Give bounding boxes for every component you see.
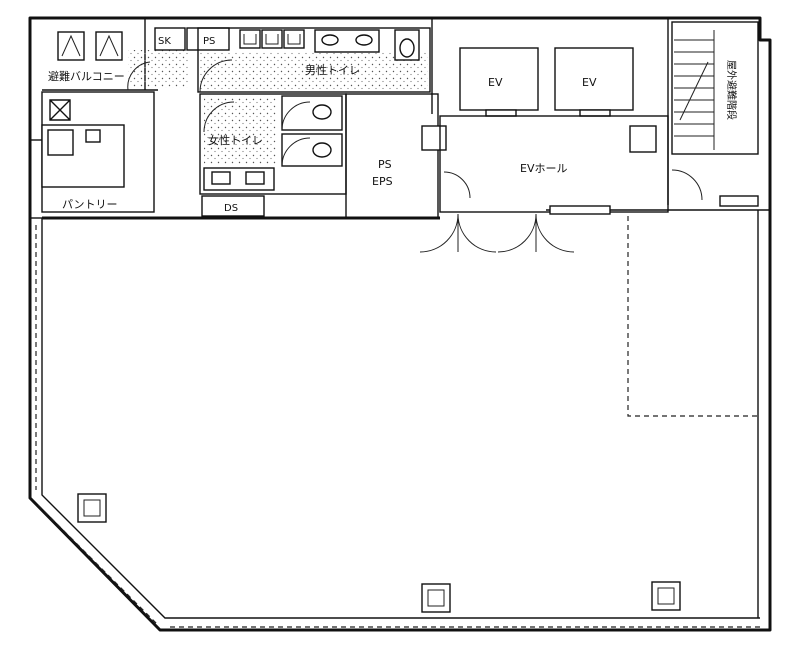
- column-inner-5: [657, 587, 675, 605]
- mens-toilet-door[interactable]: [199, 59, 233, 93]
- inner-facade-line: [41, 218, 760, 619]
- entrance-doors[interactable]: [419, 213, 575, 253]
- ev2-label: EV: [582, 76, 597, 89]
- column-inner-3: [83, 499, 101, 517]
- ds-label: DS: [224, 203, 238, 214]
- pantry-x-box: [49, 99, 71, 121]
- stair-treads: [674, 30, 715, 150]
- balcony-fixtures: [57, 31, 123, 61]
- pantry-label: パントリー: [62, 198, 118, 211]
- womens-toilet-label: 女性トイレ: [208, 133, 263, 147]
- ps-eps-label-2: EPS: [372, 175, 393, 188]
- stair-wall: [671, 21, 759, 155]
- ev-hall-label: EVホール: [520, 162, 567, 175]
- sk-cell: [154, 27, 186, 51]
- stair-label: 屋外避難階段: [725, 60, 738, 120]
- column-3: [77, 493, 107, 523]
- column-inner-4: [427, 589, 445, 607]
- column-5: [651, 581, 681, 611]
- dashed-partition: [627, 216, 758, 417]
- ps-eps-label-1: PS: [378, 158, 392, 171]
- column-1: [421, 125, 447, 151]
- womens-sinks: [203, 167, 275, 191]
- womens-toilet-hatch: [204, 96, 276, 164]
- ps-eps-wall: [345, 93, 439, 219]
- womens-toilet-door[interactable]: [203, 101, 235, 133]
- stair-landing: [719, 195, 759, 207]
- ds-cell: [201, 195, 265, 217]
- balcony-hatch: [128, 50, 188, 88]
- womens-stalls: [281, 95, 343, 167]
- column-4: [421, 583, 451, 613]
- outer-wall: [28, 16, 772, 632]
- sk-label: SK: [158, 36, 171, 47]
- mens-toilet-label: 男性トイレ: [305, 63, 360, 77]
- stair-door[interactable]: [671, 169, 703, 201]
- pantry-stove: [85, 129, 101, 143]
- ev2-door[interactable]: [579, 109, 611, 117]
- mens-wc-bowl: [399, 38, 415, 58]
- ps-top-label: PS: [203, 36, 215, 47]
- mens-toilet-hatch: [200, 52, 428, 92]
- office-top-door[interactable]: [549, 205, 611, 215]
- ev1-door[interactable]: [485, 109, 517, 117]
- mens-toilet-wall: [197, 27, 431, 93]
- ev1-label: EV: [488, 76, 503, 89]
- balcony-door[interactable]: [127, 61, 151, 91]
- facade-dots: [37, 504, 159, 626]
- pantry-sink: [47, 129, 74, 156]
- ev-hall-side-door[interactable]: [443, 171, 471, 199]
- emergency-balcony-label: 避難バルコニー: [48, 69, 125, 83]
- mens-sinks: [314, 29, 380, 53]
- urinals: [239, 29, 305, 49]
- column-2: [629, 125, 657, 153]
